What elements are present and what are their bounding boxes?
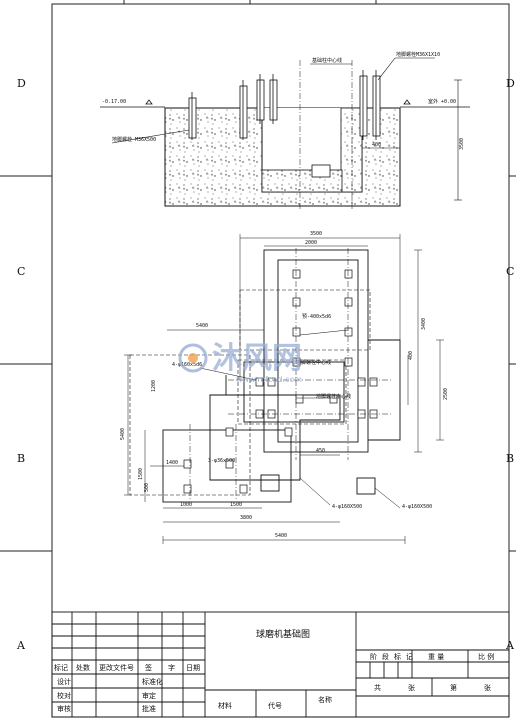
ground-level-right: 室外 +0.00 [428, 98, 456, 105]
zone-label-right-d: D [506, 77, 515, 90]
tb-sheet-total: 共 [374, 683, 381, 692]
watermark: 沐风网 www.mfcad.com [178, 341, 302, 384]
tb-header-sign2: 字 [168, 663, 175, 672]
title-block-sign-rows: 设计 标准化 校对 审定 审核 批准 [57, 677, 163, 713]
tb-row-approve: 审定 [142, 691, 156, 700]
tb-stage-4: 记 [406, 653, 413, 661]
tb-sheet-unit1: 张 [408, 683, 415, 692]
zone-label-right-a: A [506, 639, 514, 652]
zone-label-left-d: D [17, 77, 26, 90]
tb-header-doc: 更改文件号 [99, 663, 134, 672]
section-leaders [111, 57, 462, 201]
title-block-header-row: 标记 处数 更改文件号 签 字 日期 [54, 663, 200, 672]
tb-scale-label: 比 例 [478, 652, 494, 661]
plan-callout-hole2: 4-φ160X500 [402, 504, 432, 510]
title-block [51, 611, 510, 718]
plan-dim-left-mid: 1500 [138, 468, 144, 480]
section-centerline-label: 基础柱中心线 [312, 57, 342, 64]
watermark-text: 沐风网 [212, 341, 302, 376]
plan-dim-left-inner: 5400 [196, 323, 208, 329]
tb-weight-label: 重 量 [428, 653, 444, 661]
tb-stage-3: 标 [394, 652, 401, 661]
zone-label-left-a: A [17, 639, 25, 652]
zone-label-left-b: B [17, 452, 26, 465]
tb-header-mark: 标记 [54, 663, 68, 672]
tb-code: 代号 [268, 701, 282, 710]
title-block-drawing-title: 球磨机基础图 [256, 628, 310, 640]
plan-dim-left-upper: 1200 [151, 380, 157, 392]
plan-dim-left-small: 500 [144, 483, 150, 492]
title-block-bottom: 材料 代号 名称 [218, 695, 332, 710]
foundation-section [164, 107, 401, 207]
watermark-logo-icon [178, 343, 208, 373]
plan-callout-bolt-group2: 预-400x5d6 [302, 313, 331, 320]
plan-callout-small: 3-φ36x500 [208, 458, 235, 464]
plan-dimension-lines [124, 234, 444, 544]
plan-dim-mid: 450 [316, 448, 325, 454]
tb-row-standard: 标准化 [142, 677, 163, 686]
plan-leaders [199, 329, 401, 509]
plan-dim-right-lower: 2500 [443, 388, 449, 400]
plan-dim-upper-left: 1400 [166, 460, 178, 466]
tb-sheet-unit2: 张 [484, 683, 491, 692]
section-centerlines [299, 60, 353, 210]
plan-view: 3500 2000 3400 400 2500 5400 1500 1200 5… [120, 231, 449, 544]
watermark-sub: www.mfcad.com [236, 375, 302, 384]
title-block-stage: 阶 段 标 记 重 量 比 例 共 张 第 张 [370, 652, 494, 692]
tb-sheet-no: 第 [450, 683, 457, 692]
ground-level-left: -0.17.00 [102, 99, 126, 105]
anchor-bolts [188, 70, 381, 140]
plan-callout-bolt-group: 4-φ160x5d6 [172, 362, 202, 368]
tb-header-sign1: 签 [145, 663, 152, 672]
tb-stage-2: 段 [382, 652, 389, 661]
zone-label-right-b: B [506, 452, 515, 465]
section-view: -0.17.00 室外 +0.00 [100, 51, 470, 210]
tb-header-date: 日期 [186, 664, 200, 672]
zone-label-right-c: C [506, 265, 515, 278]
section-depth-dim: 3500 [459, 138, 465, 150]
tb-row-check: 校对 [57, 691, 71, 700]
plan-dim-right-overall: 3400 [421, 318, 427, 330]
plan-dim-left-overall: 5400 [120, 428, 126, 440]
plan-dim-top-inner: 2000 [305, 240, 317, 246]
section-bolt-label: 地脚螺栓 M36X500 [112, 136, 156, 143]
plan-dim-bottom-a: 1000 [180, 502, 192, 508]
plan-dim-top-overall: 3500 [310, 231, 322, 237]
zone-label-left-c: C [17, 265, 26, 278]
tb-header-count: 处数 [76, 663, 90, 672]
plan-callout-centerline: 地脚螺栓中心线 [296, 359, 331, 366]
tb-name: 名称 [318, 695, 332, 704]
plan-dim-right-mid: 400 [408, 351, 414, 360]
plan-callout-hole: 4-φ160X500 [332, 504, 362, 510]
plan-callout-anchor: 地脚螺栓中心线 [316, 393, 351, 400]
tb-row-ratify: 批准 [142, 704, 156, 713]
tb-material: 材料 [218, 701, 232, 710]
plan-dim-bottom-b: 1500 [230, 502, 242, 508]
section-width-dim: 400 [372, 142, 381, 148]
tb-stage-1: 阶 [370, 652, 377, 661]
plan-dim-bottom-overall: 5400 [275, 533, 287, 539]
ground-line [100, 99, 470, 108]
tb-row-review: 审核 [57, 704, 71, 713]
plan-dim-bottom-mid: 3800 [240, 515, 252, 521]
tb-row-design: 设计 [57, 677, 71, 686]
section-anchor-label: 地脚螺栓M36X1X10 [396, 51, 440, 58]
